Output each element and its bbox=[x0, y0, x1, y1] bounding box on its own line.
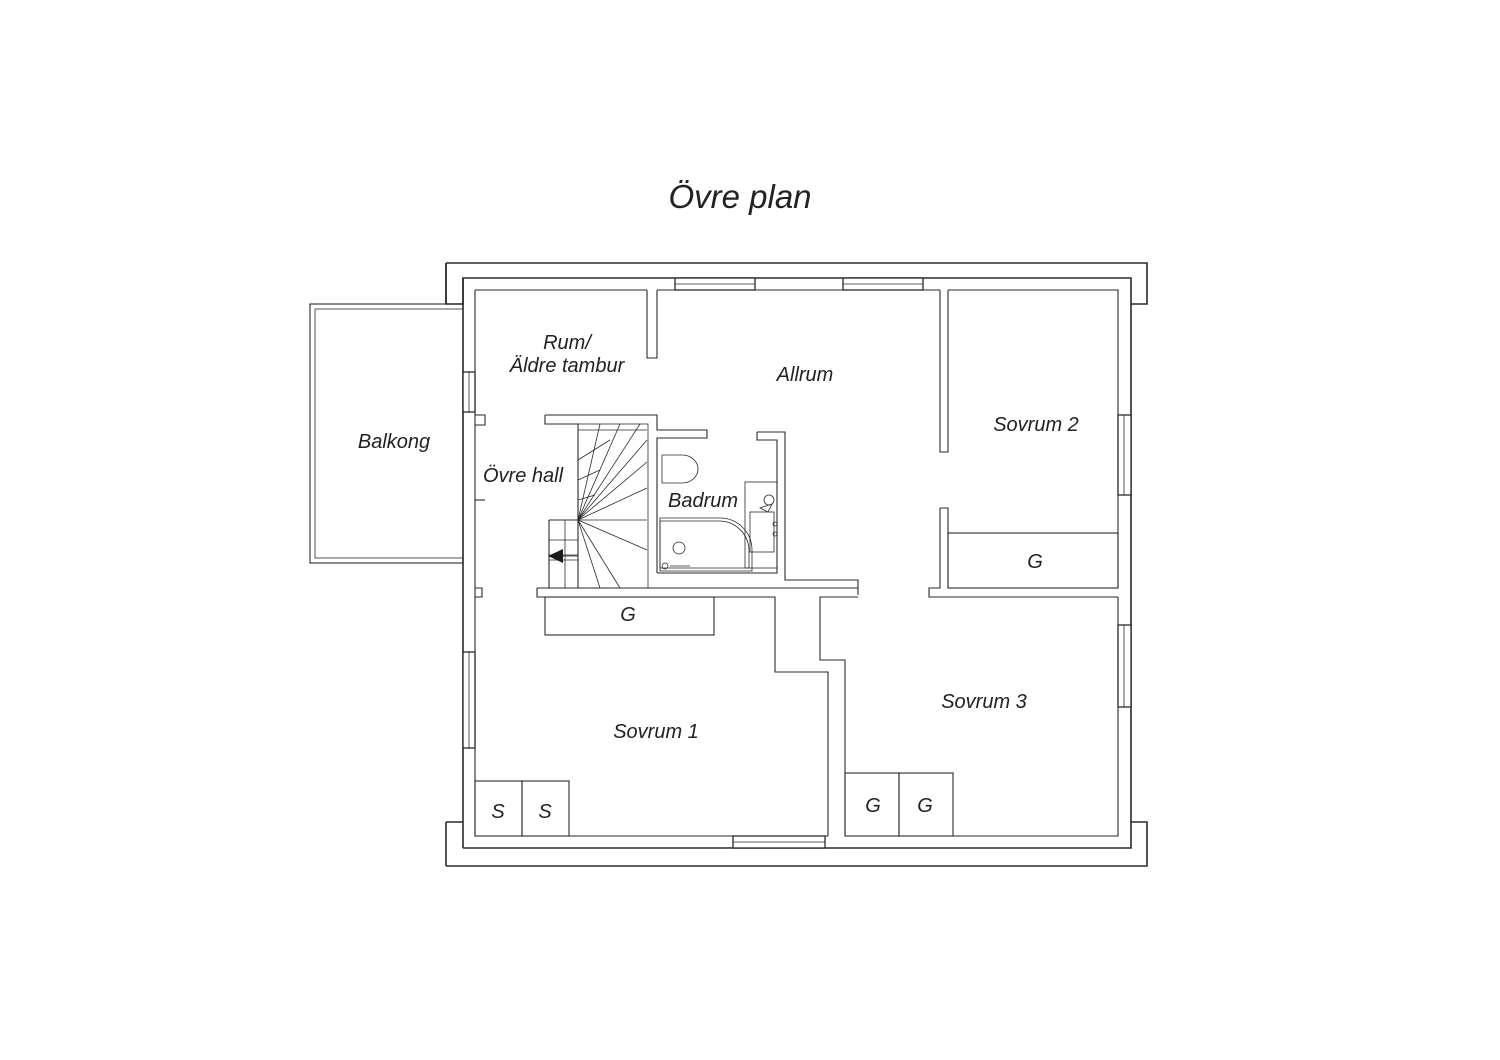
stair-arrow-icon bbox=[548, 549, 563, 563]
label-sovrum1: Sovrum 1 bbox=[613, 721, 699, 743]
closet-hall bbox=[544, 596, 715, 636]
label-badrum: Badrum bbox=[668, 490, 738, 512]
closet-sovrum2 bbox=[947, 532, 1119, 589]
toilet-icon bbox=[661, 454, 699, 484]
storage-closets bbox=[474, 532, 1119, 837]
closet-g-sovrum3-b bbox=[898, 772, 954, 837]
label-s1: S bbox=[491, 801, 505, 823]
label-allrum: Allrum bbox=[776, 364, 834, 386]
staircase bbox=[548, 423, 649, 589]
label-g-hall: G bbox=[620, 604, 636, 626]
label-balkong: Balkong bbox=[358, 431, 430, 453]
label-g-sovrum3-b: G bbox=[917, 795, 933, 817]
balcony-outline bbox=[309, 303, 464, 564]
bathroom-fixtures bbox=[659, 454, 778, 572]
label-g-sovrum3-a: G bbox=[865, 795, 881, 817]
label-aldre-tambur: Äldre tambur bbox=[509, 355, 626, 377]
label-rum: Rum/ bbox=[543, 332, 593, 354]
label-sovrum3: Sovrum 3 bbox=[941, 691, 1027, 713]
plan-title: Övre plan bbox=[668, 178, 811, 215]
sink-icon bbox=[749, 511, 775, 553]
windows bbox=[462, 277, 1132, 849]
interior-walls bbox=[475, 290, 1118, 836]
label-sovrum2: Sovrum 2 bbox=[993, 414, 1079, 436]
label-g-sovrum2: G bbox=[1027, 551, 1043, 573]
shower-icon bbox=[659, 517, 753, 572]
closet-s2 bbox=[521, 780, 570, 837]
label-ovre-hall: Övre hall bbox=[483, 465, 564, 487]
label-s2: S bbox=[538, 801, 552, 823]
